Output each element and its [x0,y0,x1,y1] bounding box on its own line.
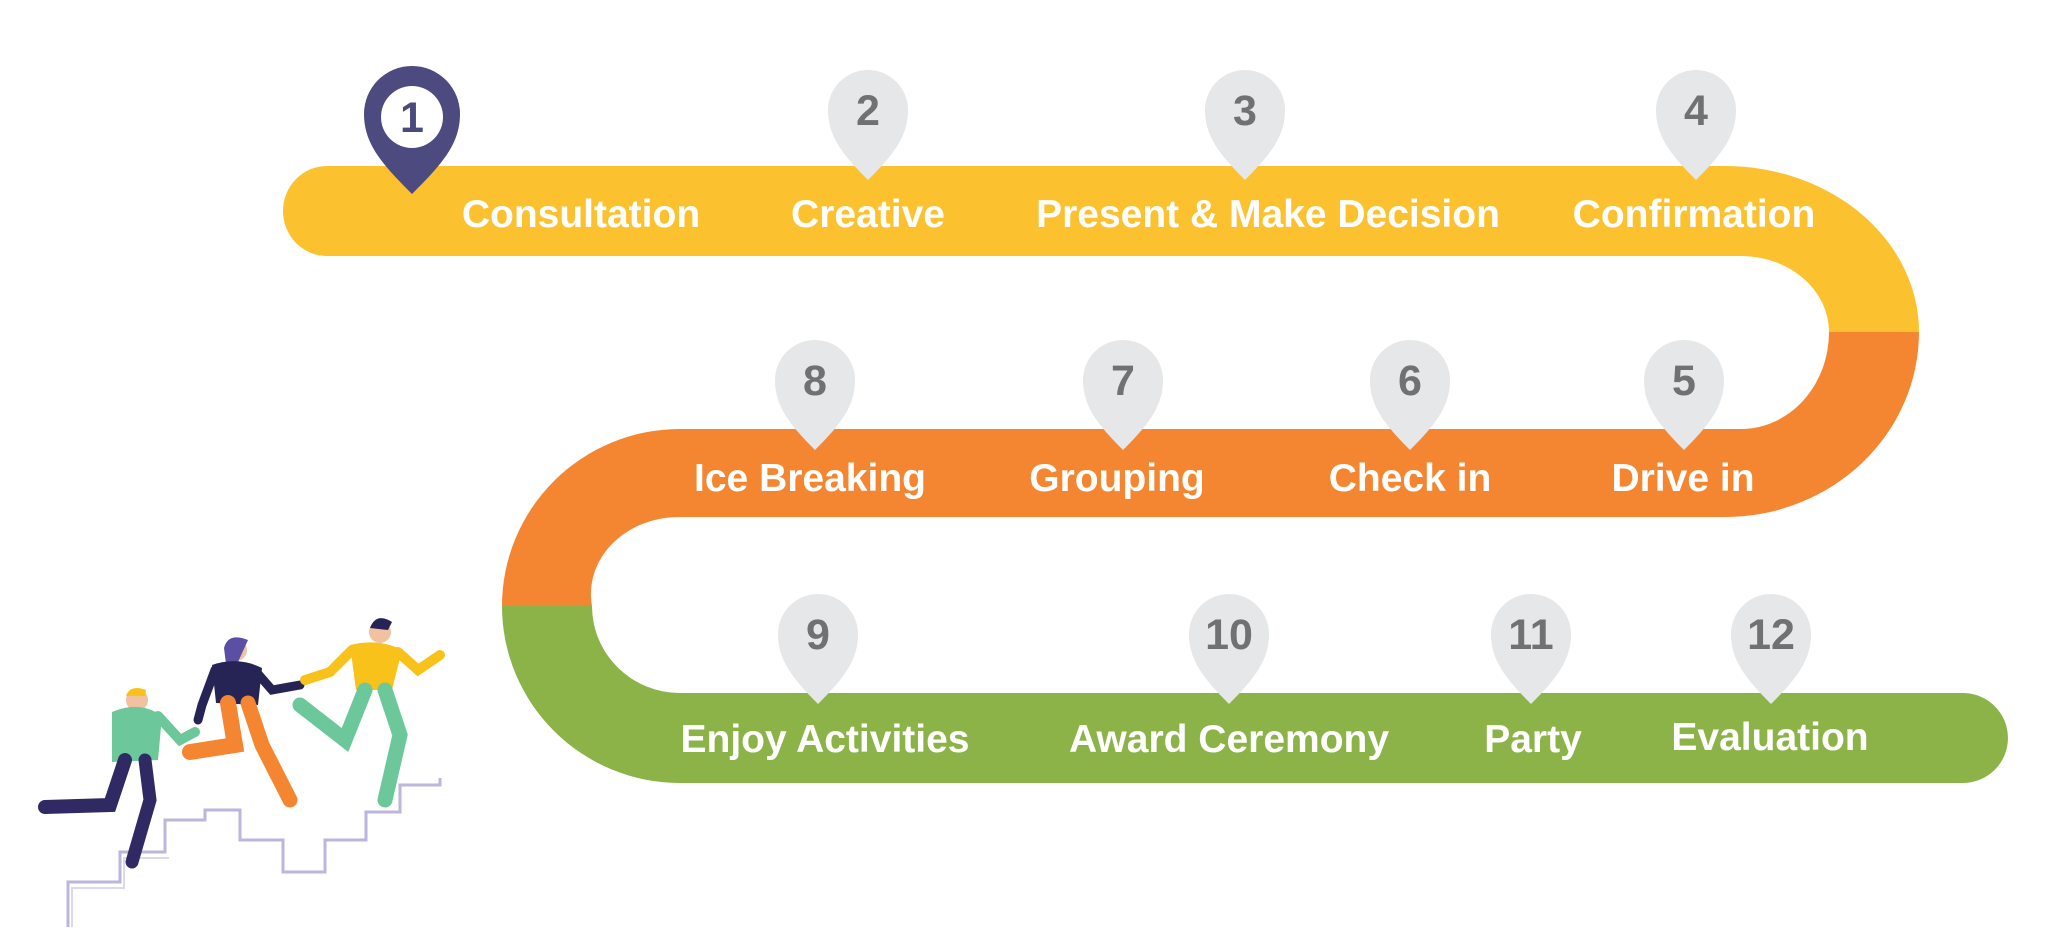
step-label-4: Confirmation [1573,193,1816,236]
pin-3-shape [1205,70,1285,180]
road-stage-2 [502,332,1919,606]
runner-green-arm [153,711,200,747]
road-stage-1 [283,166,1919,332]
road-stage-3 [502,606,2008,783]
map-pin-icon: 7 [1083,340,1163,450]
map-pin-icon: 10 [1189,594,1269,704]
map-pin-icon: 3 [1205,70,1285,180]
step-label-5: Drive in [1611,457,1754,500]
road-green-segment [502,606,2008,783]
map-pin-icon: 8 [775,340,855,450]
runner-yellow-leg-b [377,682,408,808]
runner-yellow [292,618,445,808]
pin-10-shape [1189,594,1269,704]
step-label-11: Party [1484,718,1582,761]
pin-7-shape [1083,340,1163,450]
runner-orange-shirt [212,661,262,705]
pin-4-shape [1656,70,1736,180]
map-pin-icon: 9 [778,594,858,704]
pin-6-shape [1370,340,1450,450]
pin-2-shape [828,70,908,180]
runner-green-hair [126,688,146,696]
pin-7-number: 7 [1111,357,1135,405]
step-pins: 1 2 3 4 5 6 7 8 [364,66,1811,704]
runner-yellow-shirt [350,642,402,690]
pin-3-number: 3 [1233,87,1257,135]
map-pin-icon: 11 [1491,594,1571,704]
runner-yellow-hair [370,618,392,630]
map-pin-icon: 12 [1731,594,1811,704]
pin-12-shape [1731,594,1811,704]
runner-yellow-leg-a [292,682,373,753]
pin-6-number: 6 [1398,357,1422,405]
runner-yellow-arm-b [393,647,445,677]
runner-orange-arm [193,665,220,725]
runner-green [38,688,200,869]
map-pin-icon: 1 [364,66,460,194]
pin-9-number: 9 [806,611,830,659]
runner-orange [182,637,305,808]
step-label-3: Present & Make Decision [1036,193,1500,236]
pin-5-shape [1644,340,1724,450]
runner-orange-arm-b [253,669,305,695]
runner-yellow-arm [300,645,357,685]
pin-8-number: 8 [803,357,827,405]
step-label-9: Enjoy Activities [681,718,970,761]
pin-10-number: 10 [1205,611,1253,659]
pin-12-number: 12 [1747,611,1795,659]
step-label-12: Evaluation [1671,716,1868,759]
step-label-10: Award Ceremony [1069,718,1389,761]
step-labels: Consultation Creative Present & Make Dec… [462,193,1869,761]
runner-green-leg-b [125,753,157,869]
pin-8-shape [775,340,855,450]
pin-1-number: 1 [400,94,424,142]
pin-11-shape [1491,594,1571,704]
road-orange-segment [502,332,1919,606]
pin-2-number: 2 [856,87,880,135]
step-label-2: Creative [791,193,945,236]
runner-orange-leg-a [182,695,245,760]
runner-green-shirt [112,706,162,762]
runner-orange-hair [224,637,248,664]
runner-orange-leg-b [240,695,298,808]
step-label-6: Check in [1329,457,1492,500]
road-yellow-segment [283,166,1919,332]
map-pin-icon: 4 [1656,70,1736,180]
pin-1-center [381,86,443,148]
pin-5-number: 5 [1672,357,1696,405]
pin-9-shape [778,594,858,704]
step-label-1: Consultation [462,193,700,236]
people-running-up-stairs-illustration [38,618,445,927]
step-label-7: Grouping [1029,457,1204,500]
map-pin-icon: 6 [1370,340,1450,450]
runner-green-leg-a [38,753,132,814]
pin-11-number: 11 [1508,611,1553,659]
stairs [66,778,442,927]
map-pin-icon: 5 [1644,340,1724,450]
pin-4-number: 4 [1684,87,1708,135]
map-pin-icon: 2 [828,70,908,180]
step-label-8: Ice Breaking [694,457,926,500]
